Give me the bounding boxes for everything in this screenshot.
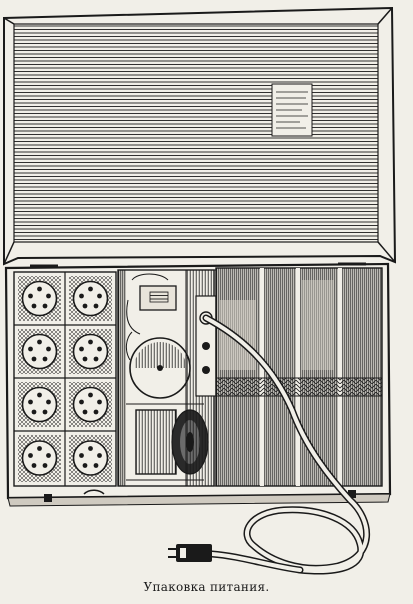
socket — [69, 382, 112, 427]
figure-caption: Упаковка питания. — [143, 580, 270, 594]
socket — [69, 435, 112, 482]
socket — [69, 329, 112, 374]
battery-strap — [215, 377, 383, 397]
case-lid — [3, 6, 397, 266]
power-cable — [168, 314, 371, 575]
socket — [18, 276, 61, 321]
socket — [18, 329, 61, 374]
socket-panel — [13, 271, 117, 487]
socket — [69, 276, 112, 321]
round-capacitor — [125, 331, 191, 399]
partition-wall — [185, 269, 217, 487]
power-plug — [168, 544, 212, 562]
socket — [18, 382, 61, 427]
small-transformer — [126, 273, 177, 335]
battery-compartment — [215, 267, 383, 487]
latch-clip — [83, 489, 105, 495]
socket — [18, 435, 61, 482]
